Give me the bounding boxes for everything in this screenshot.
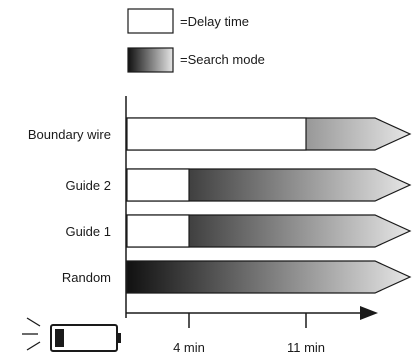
legend-search-swatch	[127, 47, 174, 73]
bar-guide-2	[126, 168, 412, 202]
row-label-boundary-wire: Boundary wire	[28, 127, 111, 142]
row-labels: Boundary wire Guide 2 Guide 1 Random	[28, 127, 111, 285]
axis-arrowhead-icon	[360, 306, 378, 320]
row-label-random: Random	[62, 270, 111, 285]
tick-label-4-min: 4 min	[173, 340, 205, 355]
bar-guide-1-delay	[126, 214, 190, 248]
battery-low-icon	[22, 317, 121, 352]
tick-label-11-min: 11 min	[287, 340, 325, 355]
bar-random-search	[126, 260, 412, 294]
battery-terminal	[117, 333, 121, 343]
battery-charge-level	[55, 329, 64, 347]
bar-boundary-wire-delay	[126, 117, 307, 151]
time-axis: 4 min 11 min	[125, 96, 378, 355]
bar-boundary-wire	[126, 117, 412, 151]
row-label-guide-1: Guide 1	[65, 224, 111, 239]
battery-alert-ray	[26, 317, 41, 327]
bar-random	[126, 260, 412, 294]
bar-guide-1	[126, 214, 412, 248]
legend-delay-label: =Delay time	[180, 14, 249, 29]
legend-delay-swatch	[127, 8, 174, 34]
bar-guide-2-delay	[126, 168, 190, 202]
battery-alert-ray	[26, 341, 41, 351]
legend: =Delay time =Search mode	[127, 8, 265, 73]
row-label-guide-2: Guide 2	[65, 178, 111, 193]
legend-search-label: =Search mode	[180, 52, 265, 67]
